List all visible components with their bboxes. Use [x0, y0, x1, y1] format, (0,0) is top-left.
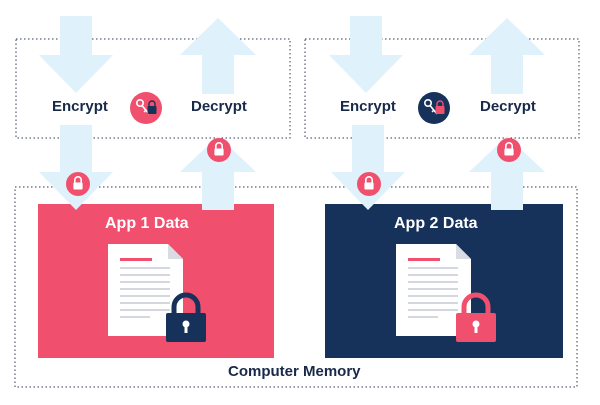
app1-data-title: App 1 Data — [105, 215, 189, 232]
computer-memory-frame — [14, 186, 578, 388]
app1-encrypt-arrow-out — [39, 125, 113, 210]
app1-document-icon — [108, 244, 183, 336]
app1-encrypt-padlock-icon — [66, 172, 90, 196]
app1-padlock-icon — [166, 292, 206, 342]
app2-decrypt-label: Decrypt — [480, 98, 536, 115]
app2-encrypt-padlock-icon — [357, 172, 381, 196]
app1-crypto-frame — [15, 38, 291, 139]
app1-encrypt-arrow-in — [39, 16, 113, 93]
computer-memory-label: Computer Memory — [228, 363, 361, 380]
app2-encrypt-arrow-out — [331, 125, 405, 210]
app1-decrypt-padlock-icon — [207, 138, 231, 162]
app1-key-icon — [130, 92, 162, 124]
app2-decrypt-padlock-icon — [497, 138, 521, 162]
app2-encrypt-arrow-in — [329, 16, 403, 93]
app2-padlock-icon — [456, 292, 496, 342]
app2-encrypt-label: Encrypt — [340, 98, 396, 115]
app2-crypto-frame — [304, 38, 580, 139]
app2-decrypt-arrow-out — [469, 18, 545, 94]
app2-decrypt-arrow-up — [469, 136, 545, 210]
app2-key-icon — [418, 92, 450, 124]
app1-decrypt-arrow-out — [180, 18, 256, 94]
app1-decrypt-label: Decrypt — [191, 98, 247, 115]
app1-decrypt-arrow-up — [180, 136, 256, 210]
app2-data-title: App 2 Data — [394, 215, 478, 232]
app2-document-icon — [396, 244, 471, 336]
app1-encrypt-label: Encrypt — [52, 98, 108, 115]
